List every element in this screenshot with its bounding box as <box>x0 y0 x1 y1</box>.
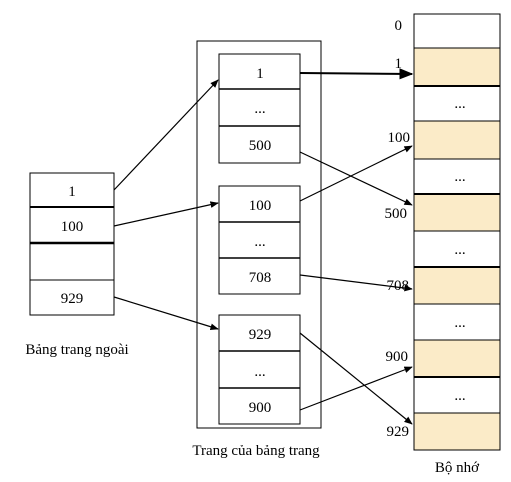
outer-page-table: 1 100 929 Bảng trang ngoài <box>25 172 129 358</box>
memory-ellipsis: ... <box>454 242 465 258</box>
inner-table-group-1 <box>218 53 301 164</box>
outer-table-title: Bảng trang ngoài <box>25 342 128 358</box>
arrow-outer-100-to-inner-group-2 <box>113 201 219 227</box>
memory-frame <box>414 194 500 231</box>
arrow-900-to-frame-900 <box>299 366 413 411</box>
memory-frame <box>414 14 500 48</box>
outer-table-cell: 929 <box>61 291 84 307</box>
inner-tables-title: Trang của bảng trang <box>192 443 320 459</box>
outer-table-cell: 1 <box>68 184 76 200</box>
memory-frame <box>414 377 500 413</box>
memory-ellipsis: ... <box>454 96 465 112</box>
memory-frame-label: 929 <box>387 424 410 440</box>
memory-frame-label: 900 <box>386 349 409 365</box>
memory-ellipsis: ... <box>454 169 465 185</box>
inner-tables-frame <box>196 40 322 429</box>
memory-frame <box>414 340 500 377</box>
inner-table-cell: ... <box>254 234 265 250</box>
memory-frame <box>414 231 500 267</box>
outer-table-cell: 100 <box>61 219 84 235</box>
memory-frame <box>414 413 500 450</box>
inner-table-cell: ... <box>254 364 265 380</box>
memory-ellipsis: ... <box>454 388 465 404</box>
inner-table-group-3 <box>218 314 301 425</box>
memory-frame-label: 708 <box>387 278 410 294</box>
arrow-outer-929-to-inner-group-3 <box>113 296 219 330</box>
memory-frame-label: 1 <box>395 56 403 72</box>
memory-frame-outline <box>413 13 501 451</box>
memory-frame <box>414 86 500 121</box>
arrow-708-to-frame-708 <box>299 274 413 292</box>
memory: ... ... ... ... ... 0 1 100 500 708 900 … <box>385 13 501 476</box>
mapping-arrows <box>113 68 414 425</box>
arrow-outer-1-to-inner-group-1 <box>113 79 219 191</box>
inner-table-cell: 100 <box>249 198 272 214</box>
memory-frame-label: 0 <box>395 18 403 34</box>
arrow-929-to-frame-929 <box>299 332 413 425</box>
memory-title: Bộ nhớ <box>435 460 480 476</box>
memory-frame-label: 500 <box>385 206 408 222</box>
arrow-500-to-frame-500 <box>299 151 413 206</box>
inner-table-group-2 <box>218 185 301 295</box>
inner-table-cell: ... <box>254 101 265 117</box>
memory-frame-label: 100 <box>388 130 411 146</box>
inner-table-cell: 900 <box>249 400 272 416</box>
memory-frame <box>414 267 500 304</box>
memory-ellipsis: ... <box>454 315 465 331</box>
arrow-1-to-frame-1 <box>299 68 414 80</box>
memory-frame <box>414 159 500 194</box>
inner-table-cell: 929 <box>249 327 272 343</box>
inner-table-cell: 708 <box>249 270 272 286</box>
inner-page-tables: 1 ... 500 100 ... 708 929 ... 900 Trang … <box>192 40 322 459</box>
inner-table-cell: 1 <box>256 66 264 82</box>
memory-frame <box>414 304 500 340</box>
memory-frame <box>414 121 500 159</box>
memory-frame <box>414 48 500 86</box>
inner-table-cell: 500 <box>249 138 272 154</box>
arrow-100-to-frame-100 <box>299 145 413 202</box>
